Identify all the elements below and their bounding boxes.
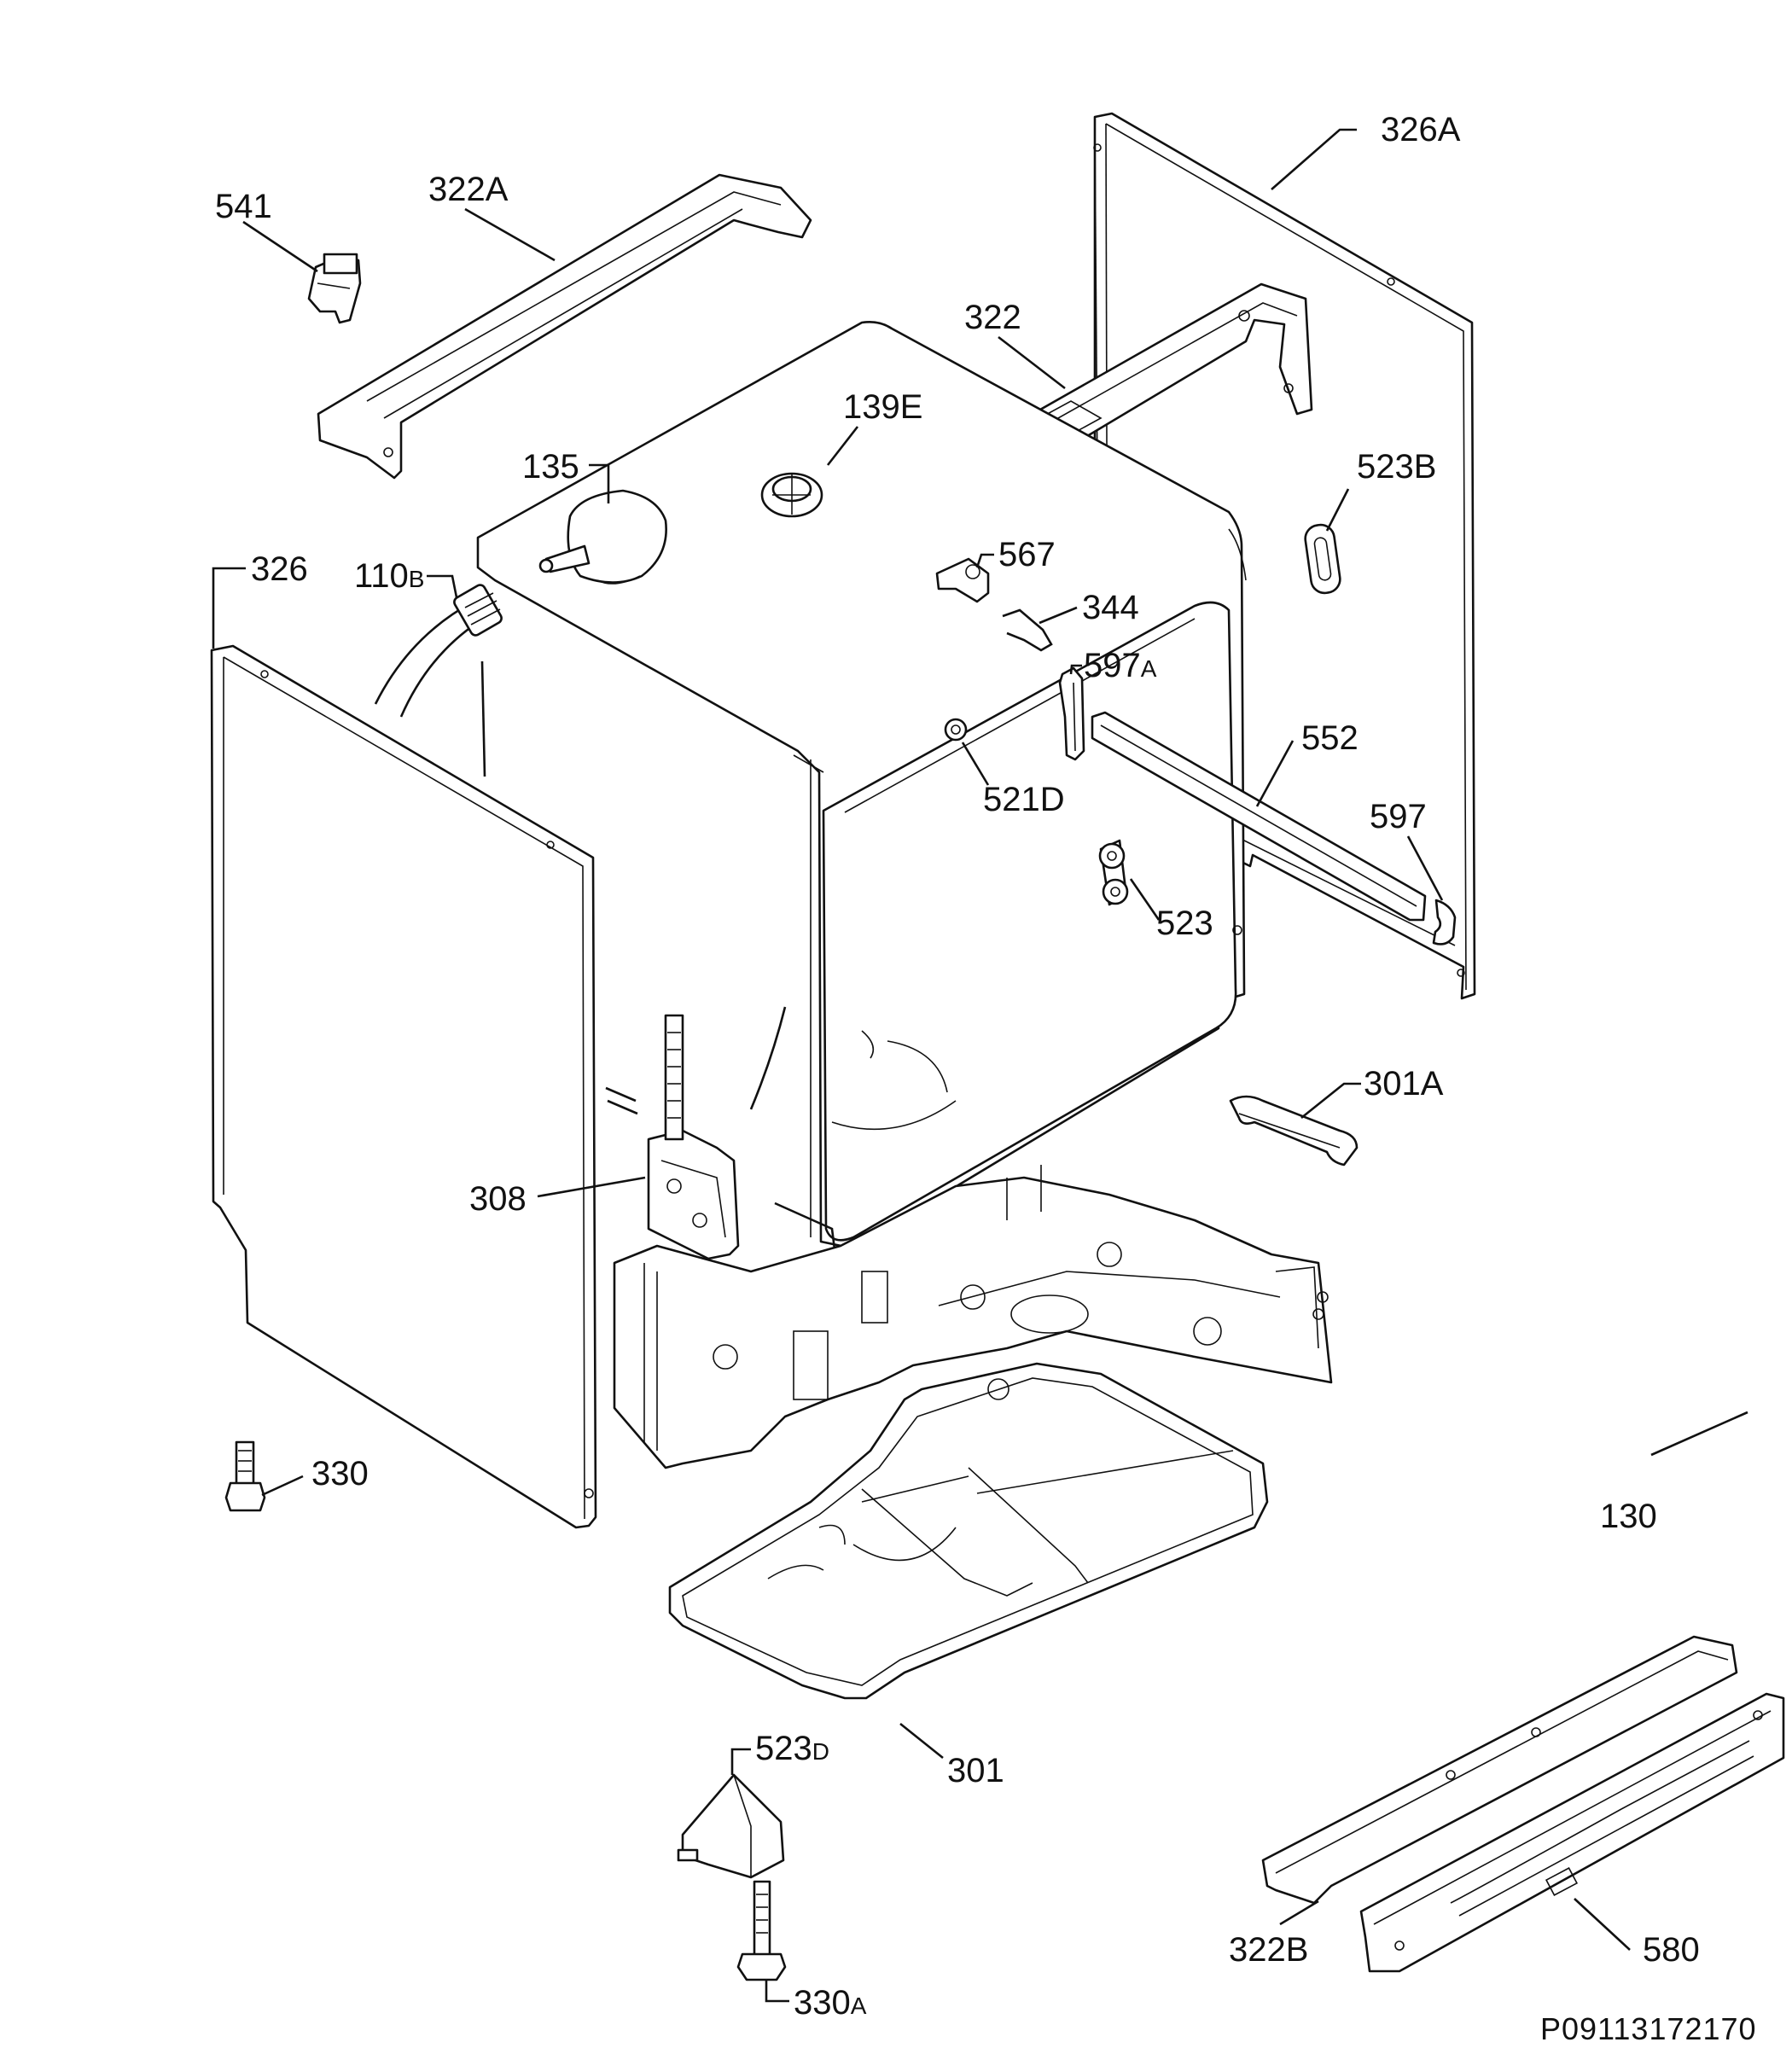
part-labels: 541 322A 326A 322 139E 135 523B 567 326 … bbox=[215, 111, 1757, 2046]
label-567: 567 bbox=[998, 536, 1056, 573]
label-552: 552 bbox=[1301, 719, 1359, 757]
part-322B-bottom-rail bbox=[1261, 1635, 1738, 1905]
label-597: 597 bbox=[1370, 798, 1427, 835]
label-523B: 523B bbox=[1357, 448, 1436, 486]
label-326A: 326A bbox=[1381, 111, 1461, 148]
label-580: 580 bbox=[1643, 1931, 1700, 1969]
part-110B-hose bbox=[374, 584, 638, 1115]
part-567-bracket bbox=[935, 557, 990, 603]
part-301A-cover bbox=[1229, 1095, 1359, 1167]
part-330-foot bbox=[224, 1440, 266, 1512]
label-330A-main: 330 bbox=[794, 1984, 851, 2022]
part-322A-top-rail bbox=[317, 173, 812, 480]
label-330A-sub: A bbox=[851, 1993, 867, 2019]
label-597A: 597A bbox=[1084, 647, 1157, 684]
label-523D-main: 523 bbox=[755, 1730, 812, 1767]
part-135-cap bbox=[538, 489, 667, 585]
part-521D-nut bbox=[944, 718, 968, 742]
label-110B: 110B bbox=[354, 557, 424, 595]
label-322: 322 bbox=[964, 299, 1021, 336]
label-523: 523 bbox=[1156, 905, 1213, 942]
label-301A: 301A bbox=[1364, 1065, 1444, 1103]
label-322A: 322A bbox=[428, 171, 509, 208]
label-521D: 521D bbox=[983, 781, 1065, 818]
part-580-bottom-rail bbox=[1359, 1692, 1785, 1973]
label-326: 326 bbox=[251, 550, 308, 588]
label-541: 541 bbox=[215, 188, 272, 225]
part-326-left-panel bbox=[210, 644, 597, 1529]
label-110B-main: 110 bbox=[354, 557, 409, 595]
label-330A: 330A bbox=[794, 1984, 867, 2022]
label-322B: 322B bbox=[1229, 1931, 1308, 1969]
label-130: 130 bbox=[1600, 1498, 1657, 1535]
label-597A-sub: A bbox=[1141, 655, 1157, 682]
part-130-seal bbox=[1375, 972, 1756, 1718]
part-597A-guide bbox=[1058, 666, 1085, 761]
part-523-wheels bbox=[1098, 839, 1129, 906]
label-308: 308 bbox=[469, 1180, 527, 1218]
part-523B-holder bbox=[1304, 523, 1341, 595]
part-base-frame bbox=[613, 1165, 1333, 1469]
part-139E-nut bbox=[760, 472, 823, 518]
part-308-hinge bbox=[647, 1014, 740, 1260]
part-523D-bracket bbox=[677, 1773, 785, 1879]
part-344-clip bbox=[1002, 608, 1053, 652]
label-139E: 139E bbox=[843, 388, 922, 426]
label-301: 301 bbox=[947, 1752, 1004, 1789]
part-301-base-pan bbox=[668, 1362, 1269, 1700]
label-135: 135 bbox=[522, 448, 579, 486]
diagram-number: P09113172170 bbox=[1540, 2011, 1757, 2046]
label-344: 344 bbox=[1082, 589, 1139, 626]
label-597A-main: 597 bbox=[1084, 647, 1141, 684]
part-541-clip bbox=[307, 253, 362, 324]
part-330A-foot bbox=[736, 1880, 787, 1981]
label-523D-sub: D bbox=[812, 1738, 829, 1765]
label-523D: 523D bbox=[755, 1730, 829, 1767]
label-330: 330 bbox=[311, 1455, 369, 1492]
label-110B-sub: B bbox=[409, 566, 425, 592]
part-552-rail bbox=[1091, 711, 1427, 922]
leader-lines bbox=[212, 128, 1748, 2003]
part-597-end-cap bbox=[1432, 899, 1457, 945]
